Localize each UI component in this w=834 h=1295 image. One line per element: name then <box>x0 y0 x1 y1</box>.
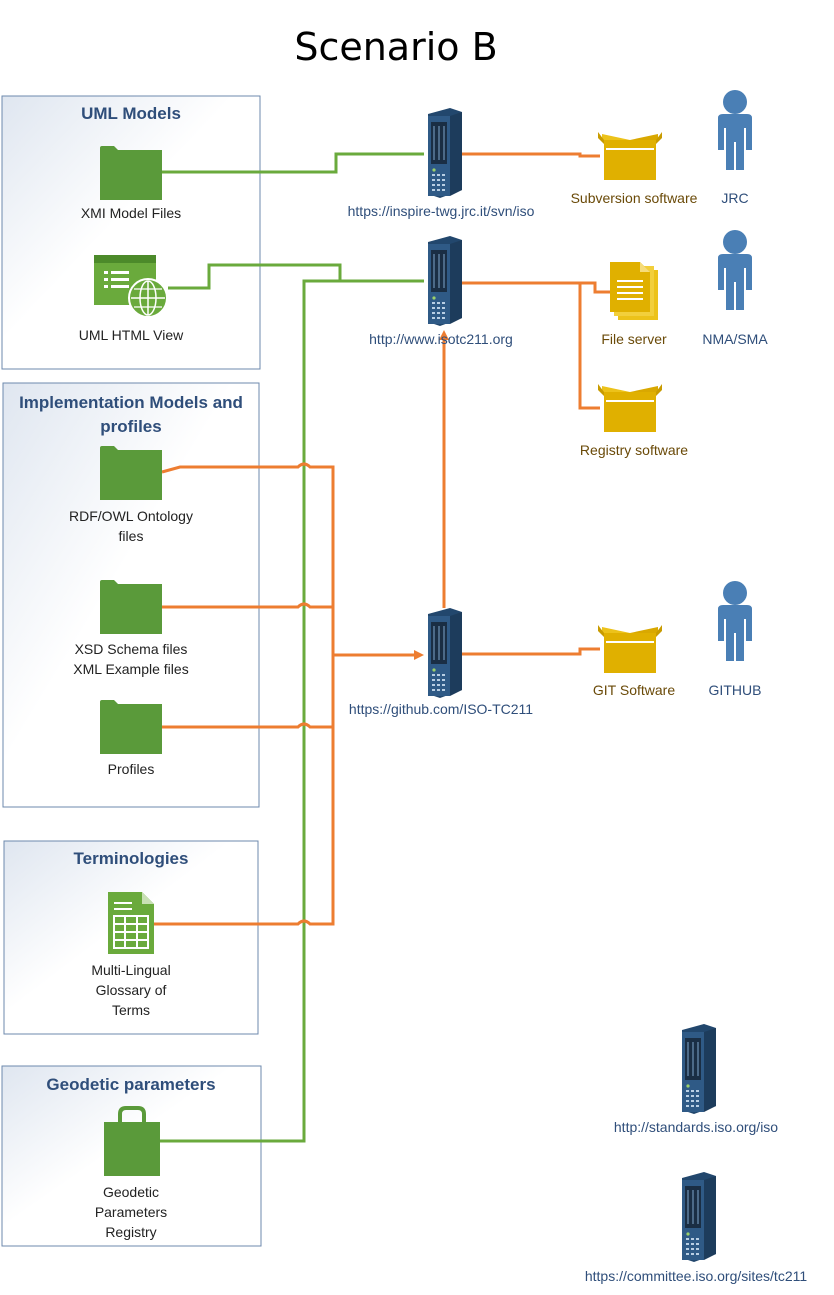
connector-glossary-github <box>154 727 335 926</box>
server-standards[interactable]: http://standards.iso.org/iso <box>614 1023 778 1135</box>
operator-github[interactable]: GITHUB <box>709 581 762 698</box>
software-file-server[interactable]: File server <box>601 262 667 347</box>
person-icon <box>718 581 752 661</box>
spreadsheet-icon <box>108 892 154 954</box>
server-icon <box>681 1171 717 1263</box>
server-icon <box>427 107 463 199</box>
folder-icon <box>100 580 162 634</box>
server-label: http://www.isotc211.org <box>369 331 513 347</box>
server-svn[interactable]: https://inspire-twg.jrc.it/svn/iso <box>348 107 535 219</box>
server-icon <box>681 1023 717 1115</box>
software-label: File server <box>601 331 667 347</box>
connector-isotc-registry <box>578 283 600 410</box>
file-label: UML HTML View <box>79 327 184 343</box>
operator-label: JRC <box>721 190 748 206</box>
box-icon <box>598 132 662 180</box>
server-label: https://github.com/ISO-TC211 <box>349 701 533 717</box>
server-committee[interactable]: https://committee.iso.org/sites/tc211 <box>585 1171 807 1284</box>
bag-icon <box>104 1106 160 1176</box>
box-icon <box>598 384 662 432</box>
file-uml-html-view[interactable]: UML HTML View <box>79 255 184 343</box>
web-page-icon <box>94 255 168 318</box>
software-registry[interactable]: Registry software <box>580 384 688 458</box>
connector-github-git <box>460 647 600 656</box>
person-icon <box>718 90 752 170</box>
documents-icon <box>610 262 658 320</box>
software-label: Subversion software <box>571 190 698 206</box>
server-label: https://committee.iso.org/sites/tc211 <box>585 1268 807 1284</box>
connector-rdf-github <box>161 462 335 655</box>
software-subversion[interactable]: Subversion software <box>571 132 698 206</box>
box-icon <box>598 625 662 673</box>
group-title: UML Models <box>81 104 181 123</box>
file-profiles[interactable]: Profiles <box>100 700 162 777</box>
person-icon <box>718 230 752 310</box>
connector-svn-subversion <box>460 152 600 158</box>
connector-isotc-fileserver <box>460 281 612 294</box>
server-icon <box>427 235 463 327</box>
folder-icon <box>100 146 162 200</box>
server-label: http://standards.iso.org/iso <box>614 1119 778 1135</box>
server-label: https://inspire-twg.jrc.it/svn/iso <box>348 203 535 219</box>
server-isotc211[interactable]: http://www.isotc211.org <box>369 235 513 347</box>
file-xmi[interactable]: XMI Model Files <box>81 146 181 221</box>
connector-geodetic-isotc <box>158 279 340 1143</box>
connector-xsd-github <box>162 602 333 609</box>
server-icon <box>427 607 463 699</box>
software-git[interactable]: GIT Software <box>593 625 675 698</box>
connector-xmi-svn <box>162 152 424 174</box>
group-uml-models: UML Models <box>1 95 261 370</box>
operator-label: GITHUB <box>709 682 762 698</box>
operator-label: NMA/SMA <box>702 331 768 347</box>
operator-nma-sma[interactable]: NMA/SMA <box>702 230 768 347</box>
group-title: Terminologies <box>74 849 189 868</box>
server-github[interactable]: https://github.com/ISO-TC211 <box>349 607 533 717</box>
folder-icon <box>100 446 162 500</box>
operator-jrc[interactable]: JRC <box>718 90 752 206</box>
software-label: Registry software <box>580 442 688 458</box>
connector-profiles-github <box>162 655 335 729</box>
folder-icon <box>100 700 162 754</box>
file-label: Profiles <box>108 761 155 777</box>
diagram-title: Scenario B <box>294 25 497 69</box>
software-label: GIT Software <box>593 682 675 698</box>
connector-umlhtml-isotc <box>168 263 424 290</box>
connectors <box>154 152 612 1143</box>
group-title: Geodetic parameters <box>46 1075 215 1094</box>
file-label: XMI Model Files <box>81 205 181 221</box>
